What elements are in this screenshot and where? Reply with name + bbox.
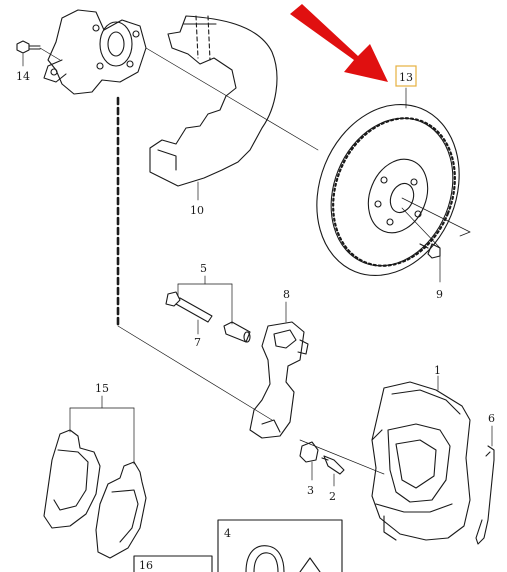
callout-15: 15 bbox=[95, 382, 109, 395]
splash-shield-10 bbox=[149, 15, 278, 187]
detail-box-16 bbox=[133, 555, 213, 572]
bleeder-cap-3 bbox=[299, 441, 319, 463]
callout-6: 6 bbox=[488, 412, 495, 425]
callout-13: 13 bbox=[399, 71, 413, 84]
bolt-14 bbox=[16, 40, 41, 54]
guide-pin-7 bbox=[165, 291, 213, 323]
guide-pin-5 bbox=[223, 321, 251, 343]
callout-10: 10 bbox=[190, 204, 204, 217]
callout-1: 1 bbox=[434, 364, 441, 377]
spring-clip-6 bbox=[475, 445, 495, 545]
callout-8: 8 bbox=[283, 288, 290, 301]
brake-caliper-1 bbox=[371, 381, 471, 541]
screw-9 bbox=[419, 243, 441, 259]
brake-pads-15 bbox=[43, 429, 147, 559]
callout-2: 2 bbox=[329, 490, 336, 503]
red-pointer-arrow bbox=[290, 4, 388, 82]
wheel-hub-knuckle bbox=[43, 9, 147, 95]
caliper-bracket-8 bbox=[249, 321, 309, 439]
callout-4: 4 bbox=[224, 527, 231, 540]
bleeder-screw-2 bbox=[321, 455, 345, 475]
callout-9: 9 bbox=[436, 288, 443, 301]
detail-box-4 bbox=[217, 519, 343, 572]
callout-5: 5 bbox=[200, 262, 207, 275]
callout-16: 16 bbox=[139, 559, 153, 572]
callout-14: 14 bbox=[16, 70, 30, 83]
callout-3: 3 bbox=[307, 484, 314, 497]
assembly-lines bbox=[22, 47, 493, 487]
brake-disc-13 bbox=[316, 103, 460, 277]
highlight-box-13 bbox=[395, 65, 417, 87]
callout-7: 7 bbox=[194, 336, 201, 349]
